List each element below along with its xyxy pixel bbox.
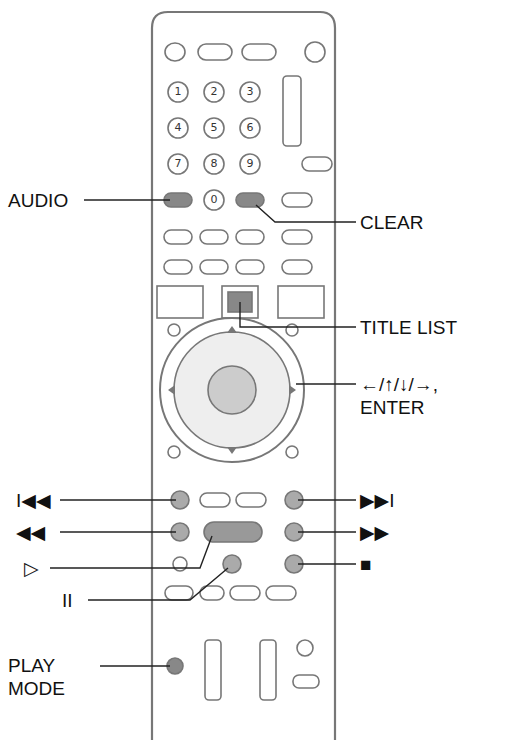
button-symbol: ◀◀	[16, 521, 45, 544]
key-number: 0	[207, 193, 221, 207]
key-number: 9	[243, 157, 257, 171]
button-label: TITLE LIST	[360, 316, 457, 339]
button-symbol: ▶▶I	[360, 489, 395, 512]
button-label: ←/↑/↓/→, ENTER	[360, 373, 480, 419]
button-symbol: ▷	[24, 557, 39, 580]
key-number: 3	[243, 85, 257, 99]
key-number: 2	[207, 85, 221, 99]
button-label: PLAY MODE	[8, 654, 88, 700]
button-label: AUDIO	[8, 189, 68, 212]
key-number: 1	[171, 85, 185, 99]
button-symbol: ■	[360, 553, 371, 576]
key-number: 4	[171, 121, 185, 135]
button-symbol: I◀◀	[16, 489, 51, 512]
button-symbol: ▶▶	[360, 521, 389, 544]
button-symbol: II	[62, 589, 73, 612]
key-number: 5	[207, 121, 221, 135]
key-number: 8	[207, 157, 221, 171]
key-number: 6	[243, 121, 257, 135]
key-number: 7	[171, 157, 185, 171]
button-label: CLEAR	[360, 211, 423, 234]
